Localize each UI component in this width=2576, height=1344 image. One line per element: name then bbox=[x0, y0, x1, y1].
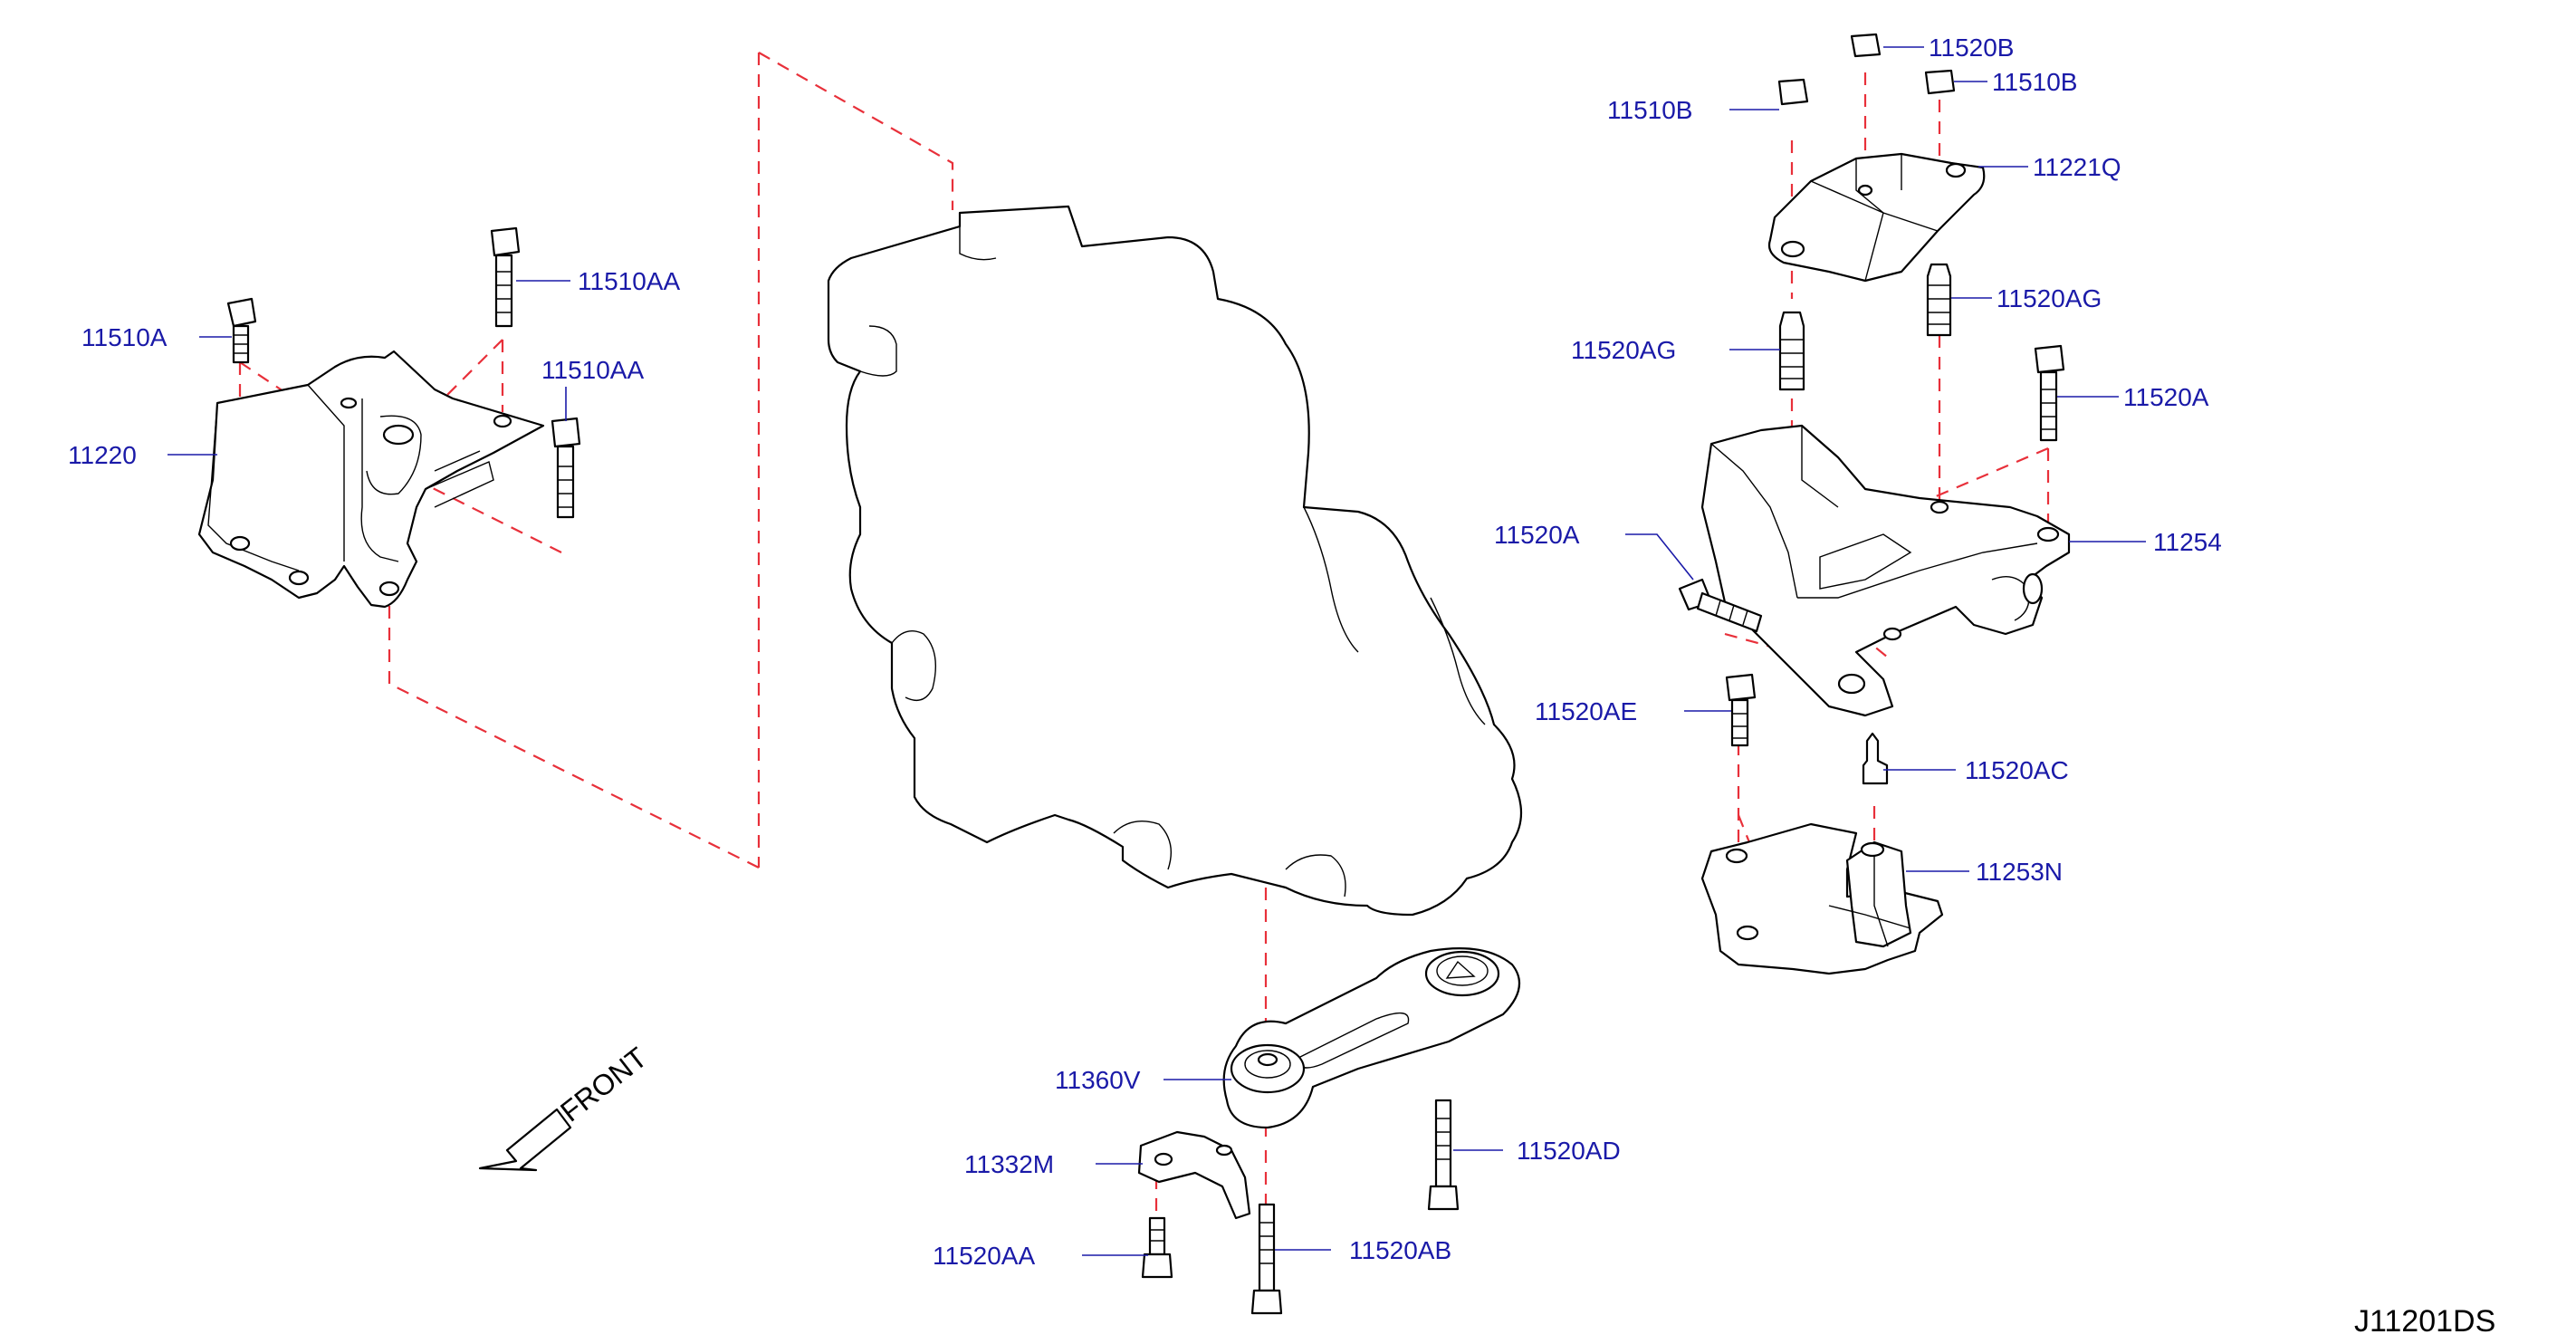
label-11254: 11254 bbox=[2153, 528, 2222, 556]
label-11510B-left: 11510B bbox=[1607, 96, 1692, 124]
label-11221Q: 11221Q bbox=[2033, 153, 2121, 181]
leader-lines bbox=[168, 46, 2146, 1256]
bolt-11510AA-upper bbox=[490, 226, 521, 328]
bracket-11221Q bbox=[1767, 152, 1986, 283]
torque-rod-11360V bbox=[1222, 947, 1521, 1129]
label-11520AB: 11520AB bbox=[1349, 1236, 1451, 1264]
label-11360V: 11360V bbox=[1055, 1066, 1141, 1094]
nut-11510B-top bbox=[1924, 69, 1956, 95]
bolt-11520AD bbox=[1427, 1099, 1460, 1211]
bolt-11520AE bbox=[1725, 673, 1757, 747]
bolt-11520AB bbox=[1250, 1203, 1283, 1315]
label-11520AG-left: 11520AG bbox=[1571, 336, 1676, 364]
label-11510AA-mid: 11510AA bbox=[541, 356, 644, 384]
label-11220: 11220 bbox=[68, 441, 137, 469]
engine-outline bbox=[827, 205, 1522, 917]
mount-11253N bbox=[1700, 822, 1944, 975]
stud-11520AG-left bbox=[1778, 311, 1805, 391]
label-11253N: 11253N bbox=[1976, 858, 2063, 886]
label-11332M: 11332M bbox=[964, 1150, 1054, 1178]
bracket-11332M bbox=[1137, 1130, 1251, 1220]
bolt-11520A-right bbox=[2034, 344, 2065, 442]
diagram-code: J11201DS bbox=[2354, 1304, 2495, 1339]
nut-11510B-left bbox=[1777, 78, 1809, 106]
mount-bracket-11254 bbox=[1700, 424, 2071, 717]
front-label: FRONT bbox=[554, 1041, 653, 1128]
label-11510AA-top: 11510AA bbox=[578, 267, 680, 295]
bolt-11510A bbox=[226, 297, 257, 364]
label-11520AA: 11520AA bbox=[933, 1242, 1035, 1270]
bolt-11520AA bbox=[1141, 1216, 1173, 1279]
label-11520AC: 11520AC bbox=[1965, 756, 2069, 784]
nut-11520B bbox=[1850, 33, 1882, 58]
label-11520A-left: 11520A bbox=[1494, 521, 1580, 549]
label-11520A-right: 11520A bbox=[2123, 383, 2209, 411]
bolt-11520AC bbox=[1862, 732, 1889, 785]
label-11520AE: 11520AE bbox=[1535, 697, 1637, 725]
bolt-11520A-left bbox=[1678, 578, 1763, 633]
bolt-11510AA-lower bbox=[551, 417, 581, 519]
label-11510A: 11510A bbox=[81, 323, 168, 351]
label-11520B: 11520B bbox=[1929, 34, 2014, 62]
left-engine-mount-bracket bbox=[197, 350, 545, 609]
stud-11520AG-right bbox=[1926, 263, 1952, 337]
label-11520AD: 11520AD bbox=[1517, 1137, 1621, 1165]
label-11520AG-right: 11520AG bbox=[1997, 284, 2102, 312]
front-arrow-icon bbox=[478, 1108, 572, 1172]
label-11510B-top: 11510B bbox=[1992, 68, 2077, 96]
